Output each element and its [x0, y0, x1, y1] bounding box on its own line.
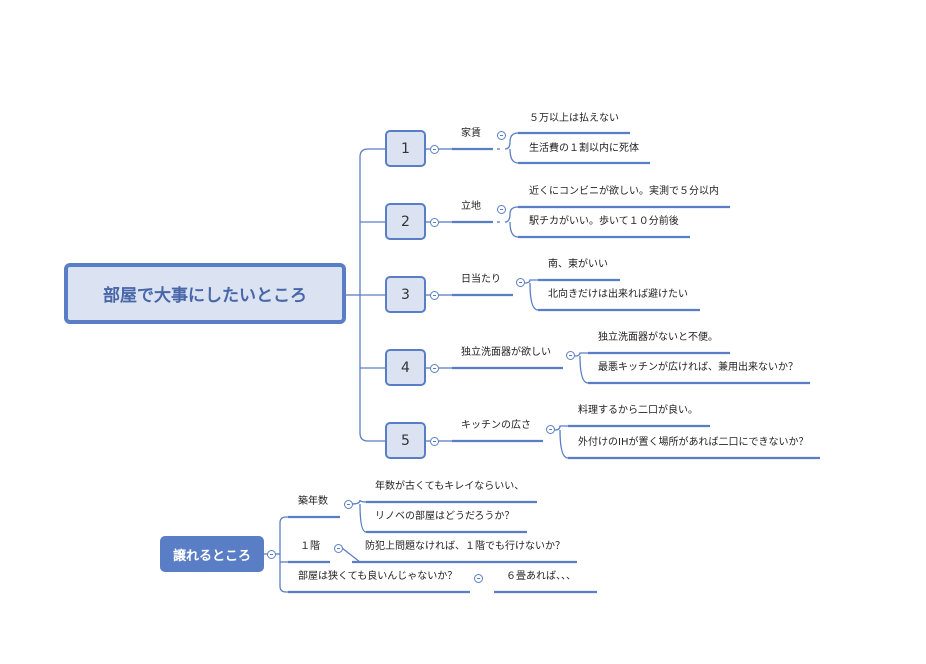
- branch-node-2[interactable]: 2: [385, 203, 426, 240]
- collapse-toggle-icon[interactable]: [497, 205, 506, 214]
- collapse-toggle-icon[interactable]: [497, 131, 506, 140]
- collapse-toggle-icon[interactable]: [430, 437, 439, 446]
- detail-2-2[interactable]: 駅チカがいい。歩いて１０分前後: [529, 216, 679, 227]
- detail-age-1[interactable]: 年数が古くてもキレイならいい、: [375, 481, 525, 492]
- detail-size-1[interactable]: ６畳あれば、、、: [506, 571, 576, 582]
- collapse-toggle-icon[interactable]: [566, 351, 575, 360]
- detail-2-1[interactable]: 近くにコンビニが欲しい。実測で５分以内: [529, 186, 719, 197]
- branch-node-3[interactable]: 3: [385, 276, 426, 313]
- collapse-toggle-icon[interactable]: [546, 425, 555, 434]
- detail-floor-1[interactable]: 防犯上問題なければ、１階でも行けないか？: [365, 541, 565, 552]
- branch-node-5[interactable]: 5: [385, 422, 426, 459]
- branch-node-1[interactable]: 1: [385, 130, 426, 167]
- collapse-toggle-icon[interactable]: [430, 145, 439, 154]
- detail-5-1[interactable]: 料理するから二口が良い。: [578, 405, 698, 416]
- topic-location[interactable]: 立地: [461, 201, 481, 212]
- detail-1-1[interactable]: ５万以上は払えない: [529, 113, 619, 124]
- topic-rent[interactable]: 家賃: [461, 128, 481, 139]
- secondary-topic[interactable]: 譲れるところ: [160, 536, 264, 572]
- collapse-toggle-icon[interactable]: [474, 574, 483, 583]
- collapse-toggle-icon[interactable]: [344, 500, 353, 509]
- collapse-toggle-icon[interactable]: [430, 291, 439, 300]
- topic-washbasin[interactable]: 独立洗面器が欲しい: [461, 347, 551, 358]
- central-topic[interactable]: 部屋で大事にしたいところ: [64, 263, 346, 324]
- topic-first-floor[interactable]: １階: [300, 541, 320, 552]
- collapse-toggle-icon[interactable]: [334, 544, 343, 553]
- topic-room-size[interactable]: 部屋は狭くても良いんじゃないか？: [298, 571, 458, 582]
- detail-5-2[interactable]: 外付けのIHが置く場所があれば二口にできないか？: [578, 437, 809, 448]
- detail-1-2[interactable]: 生活費の１割以内に死体: [529, 143, 639, 154]
- detail-age-2[interactable]: リノベの部屋はどうだろうか？: [375, 511, 515, 522]
- topic-kitchen[interactable]: キッチンの広さ: [461, 420, 531, 431]
- topic-building-age[interactable]: 築年数: [298, 496, 328, 507]
- collapse-toggle-icon[interactable]: [267, 550, 276, 559]
- detail-3-1[interactable]: 南、東がいい: [548, 259, 608, 270]
- detail-4-1[interactable]: 独立洗面器がないと不便。: [598, 332, 718, 343]
- branch-node-4[interactable]: 4: [385, 349, 426, 386]
- collapse-toggle-icon[interactable]: [430, 218, 439, 227]
- topic-sunlight[interactable]: 日当たり: [461, 274, 501, 285]
- detail-3-2[interactable]: 北向きだけは出来れば避けたい: [548, 289, 688, 300]
- collapse-toggle-icon[interactable]: [516, 278, 525, 287]
- detail-4-2[interactable]: 最悪キッチンが広ければ、兼用出来ないか？: [598, 362, 798, 373]
- collapse-toggle-icon[interactable]: [430, 364, 439, 373]
